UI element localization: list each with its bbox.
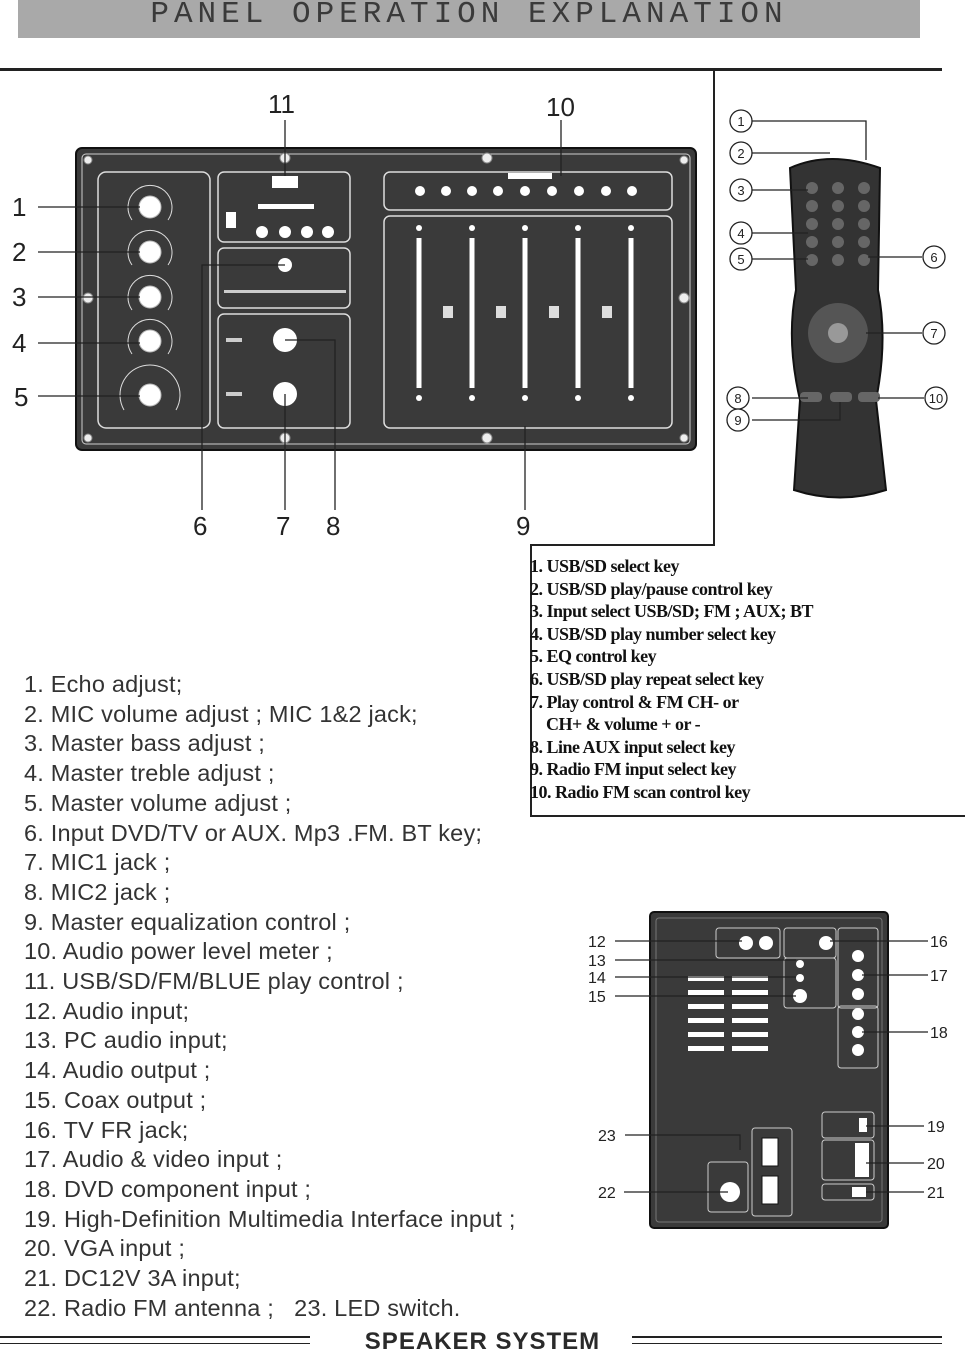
legend-item: 2. USB/SD play/pause control key (530, 578, 773, 599)
legend-item: 1. USB/SD select key (530, 556, 680, 576)
description-item: 19. High-Definition Multimedia Interface… (24, 1205, 516, 1232)
panel-callout-9: 9 (516, 511, 530, 541)
svg-text:8: 8 (734, 391, 741, 406)
svg-text:19: 19 (927, 1119, 945, 1136)
description-item: 17. Audio & video input ; (24, 1146, 283, 1173)
panel-callout-2: 2 (12, 237, 26, 267)
footer-left-line (0, 1336, 310, 1338)
footer-title: SPEAKER SYSTEM (364, 1328, 601, 1355)
description-item: 5. Master volume adjust ; (24, 789, 292, 816)
legend-item: 10. Radio FM scan control key (530, 781, 751, 802)
description-list: 1. Echo adjust; 2. MIC volume adjust ; M… (24, 670, 644, 1323)
description-item: 18. DVD component input ; (24, 1175, 312, 1202)
svg-text:21: 21 (927, 1185, 945, 1202)
legend-item: CH+ & volume + or - (530, 714, 701, 735)
description-item: 9. Master equalization control ; (24, 908, 351, 935)
footer-right-line (632, 1336, 942, 1338)
description-item: 11. USB/SD/FM/BLUE play control ; (24, 968, 404, 995)
legend-box-left-divider (530, 544, 532, 816)
footer-right-line-2 (632, 1343, 942, 1344)
svg-text:18: 18 (930, 1025, 948, 1042)
description-item: 2. MIC volume adjust ; MIC 1&2 jack; (24, 700, 418, 727)
panel-callout-6: 6 (193, 511, 207, 541)
description-item: 14. Audio output ; (24, 1057, 211, 1084)
svg-text:17: 17 (930, 968, 948, 985)
legend-item: 6. USB/SD play repeat select key (530, 668, 764, 689)
legend-item: 4. USB/SD play number select key (530, 623, 776, 644)
panel-callout-8: 8 (326, 511, 340, 541)
svg-text:10: 10 (929, 391, 943, 406)
legend-box-top-divider (530, 544, 715, 546)
svg-text:4: 4 (737, 226, 744, 241)
svg-text:16: 16 (930, 934, 948, 951)
legend-box-bottom-divider (530, 815, 965, 817)
svg-text:6: 6 (930, 250, 937, 265)
description-item: 20. VGA input ; (24, 1235, 186, 1262)
description-item: 1. Echo adjust; (24, 671, 183, 697)
panel-callout-10: 10 (546, 92, 575, 122)
panel-callout-1: 1 (12, 192, 26, 222)
description-item: 3. Master bass adjust ; (24, 730, 266, 757)
page-title: PANEL OPERATION EXPLANATION (150, 0, 788, 32)
top-divider (0, 68, 942, 71)
remote-section-left-divider (713, 71, 715, 546)
remote-legend: 1. USB/SD select key 2. USB/SD play/paus… (530, 555, 965, 804)
svg-text:7: 7 (930, 326, 937, 341)
description-item: 12. Audio input; (24, 997, 190, 1024)
description-item: 16. TV FR jack; (24, 1116, 189, 1143)
description-item: 4. Master treble adjust ; (24, 760, 275, 787)
panel-callout-11: 11 (268, 89, 295, 119)
description-item: 13. PC audio input; (24, 1027, 228, 1054)
svg-text:2: 2 (737, 146, 744, 161)
front-panel-diagram: 1 2 3 4 5 6 7 8 9 10 11 (12, 89, 948, 541)
description-item: 7. MIC1 jack ; (24, 849, 171, 876)
legend-item: 9. Radio FM input select key (530, 759, 737, 780)
legend-item: 7. Play control & FM CH- or (530, 691, 739, 712)
description-item: 21. DC12V 3A input; (24, 1265, 241, 1292)
description-item: 6. Input DVD/TV or AUX. Mp3 .FM. BT key; (24, 819, 483, 846)
panel-callout-7: 7 (276, 511, 290, 541)
svg-text:9: 9 (734, 413, 741, 428)
panel-callout-4: 4 (12, 328, 26, 358)
svg-text:3: 3 (737, 183, 744, 198)
panel-callout-5: 5 (14, 382, 28, 412)
description-item: 8. MIC2 jack ; (24, 878, 171, 905)
description-item: 10. Audio power level meter ; (24, 938, 333, 965)
description-item: 22. Radio FM antenna ; 23. LED switch. (24, 1294, 461, 1321)
legend-item: 5. EQ control key (530, 646, 657, 667)
svg-text:20: 20 (927, 1156, 945, 1173)
header-bar: PANEL OPERATION EXPLANATION (18, 0, 920, 38)
svg-text:5: 5 (737, 252, 744, 267)
description-item: 15. Coax output ; (24, 1086, 207, 1113)
svg-text:1: 1 (737, 114, 744, 129)
legend-item: 3. Input select USB/SD; FM ; AUX; BT (530, 601, 814, 622)
legend-item: 8. Line AUX input select key (530, 736, 736, 757)
panel-callout-3: 3 (12, 282, 26, 312)
footer-left-line-2 (0, 1343, 310, 1344)
